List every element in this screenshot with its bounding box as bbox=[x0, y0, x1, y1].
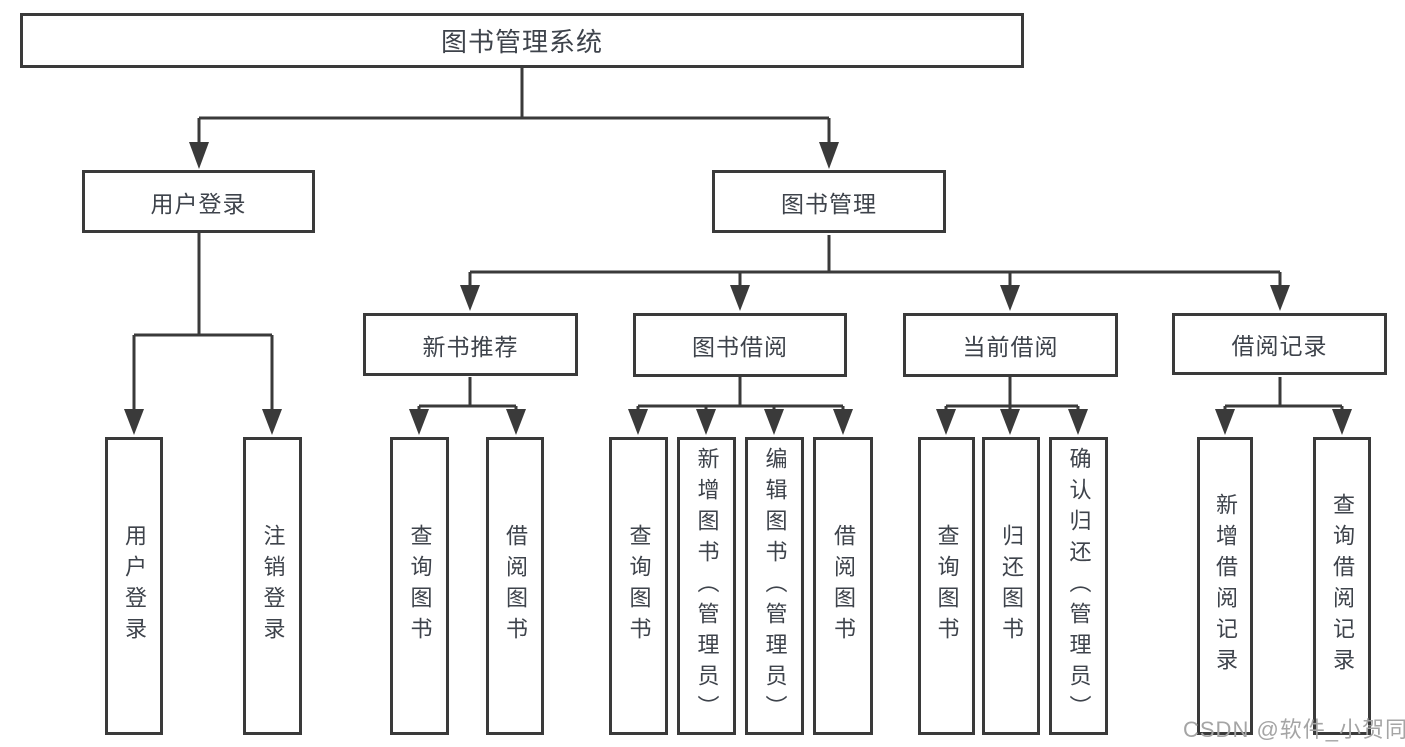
leaf-add-books-admin: 新增图书（管理员） bbox=[677, 437, 736, 735]
connector-new-book-rec-to-children bbox=[409, 377, 526, 435]
arrowhead bbox=[1000, 409, 1020, 435]
leaf-query-books-current: 查询图书 bbox=[918, 437, 975, 735]
connector-user-login-to-children bbox=[124, 233, 282, 435]
arrowhead bbox=[1215, 409, 1235, 435]
arrowhead bbox=[1332, 409, 1352, 435]
node-borrowing-records: 借阅记录 bbox=[1172, 313, 1387, 375]
csdn-watermark: CSDN @软件_小贺同学 bbox=[1183, 717, 1405, 742]
leaf-logout: 注销登录 bbox=[243, 437, 302, 735]
connector-book-management-to-level2 bbox=[460, 235, 1290, 311]
arrowhead bbox=[730, 285, 750, 311]
node-new-book-recommendation: 新书推荐 bbox=[363, 313, 578, 376]
arrowhead bbox=[409, 409, 429, 435]
arrowhead bbox=[460, 285, 480, 311]
leaf-query-borrow-record: 查询借阅记录 bbox=[1313, 437, 1371, 735]
arrowhead bbox=[506, 409, 526, 435]
connector-borrow-records-to-children bbox=[1215, 377, 1352, 435]
leaf-borrow-books-rec: 借阅图书 bbox=[486, 437, 544, 735]
leaf-query-books-borrow: 查询图书 bbox=[609, 437, 668, 735]
node-book-borrowing: 图书借阅 bbox=[633, 313, 847, 377]
node-user-login: 用户登录 bbox=[82, 170, 315, 233]
arrowhead bbox=[1000, 285, 1020, 311]
arrowhead bbox=[262, 409, 282, 435]
leaf-return-books: 归还图书 bbox=[982, 437, 1040, 735]
leaf-confirm-return-admin: 确认归还（管理员） bbox=[1049, 437, 1108, 735]
node-current-borrowing: 当前借阅 bbox=[903, 313, 1118, 377]
arrowhead bbox=[936, 409, 956, 435]
connector-current-borrow-to-children bbox=[936, 377, 1088, 435]
leaf-add-borrow-record: 新增借阅记录 bbox=[1197, 437, 1253, 735]
connector-book-borrow-to-children bbox=[628, 377, 853, 435]
leaf-edit-books-admin: 编辑图书（管理员） bbox=[745, 437, 804, 735]
leaf-user-login: 用户登录 bbox=[105, 437, 163, 735]
connector-root-to-level1 bbox=[189, 68, 839, 169]
leaf-borrow-books: 借阅图书 bbox=[813, 437, 873, 735]
arrowhead bbox=[1068, 409, 1088, 435]
arrowhead bbox=[833, 409, 853, 435]
arrowhead bbox=[628, 409, 648, 435]
arrowhead bbox=[124, 409, 144, 435]
leaf-query-books-rec: 查询图书 bbox=[390, 437, 449, 735]
arrowhead bbox=[819, 142, 839, 169]
node-library-management-system: 图书管理系统 bbox=[20, 13, 1024, 68]
arrowhead bbox=[1270, 285, 1290, 311]
arrowhead bbox=[764, 409, 784, 435]
arrowhead bbox=[189, 142, 209, 169]
node-book-management: 图书管理 bbox=[712, 170, 946, 233]
arrowhead bbox=[696, 409, 716, 435]
